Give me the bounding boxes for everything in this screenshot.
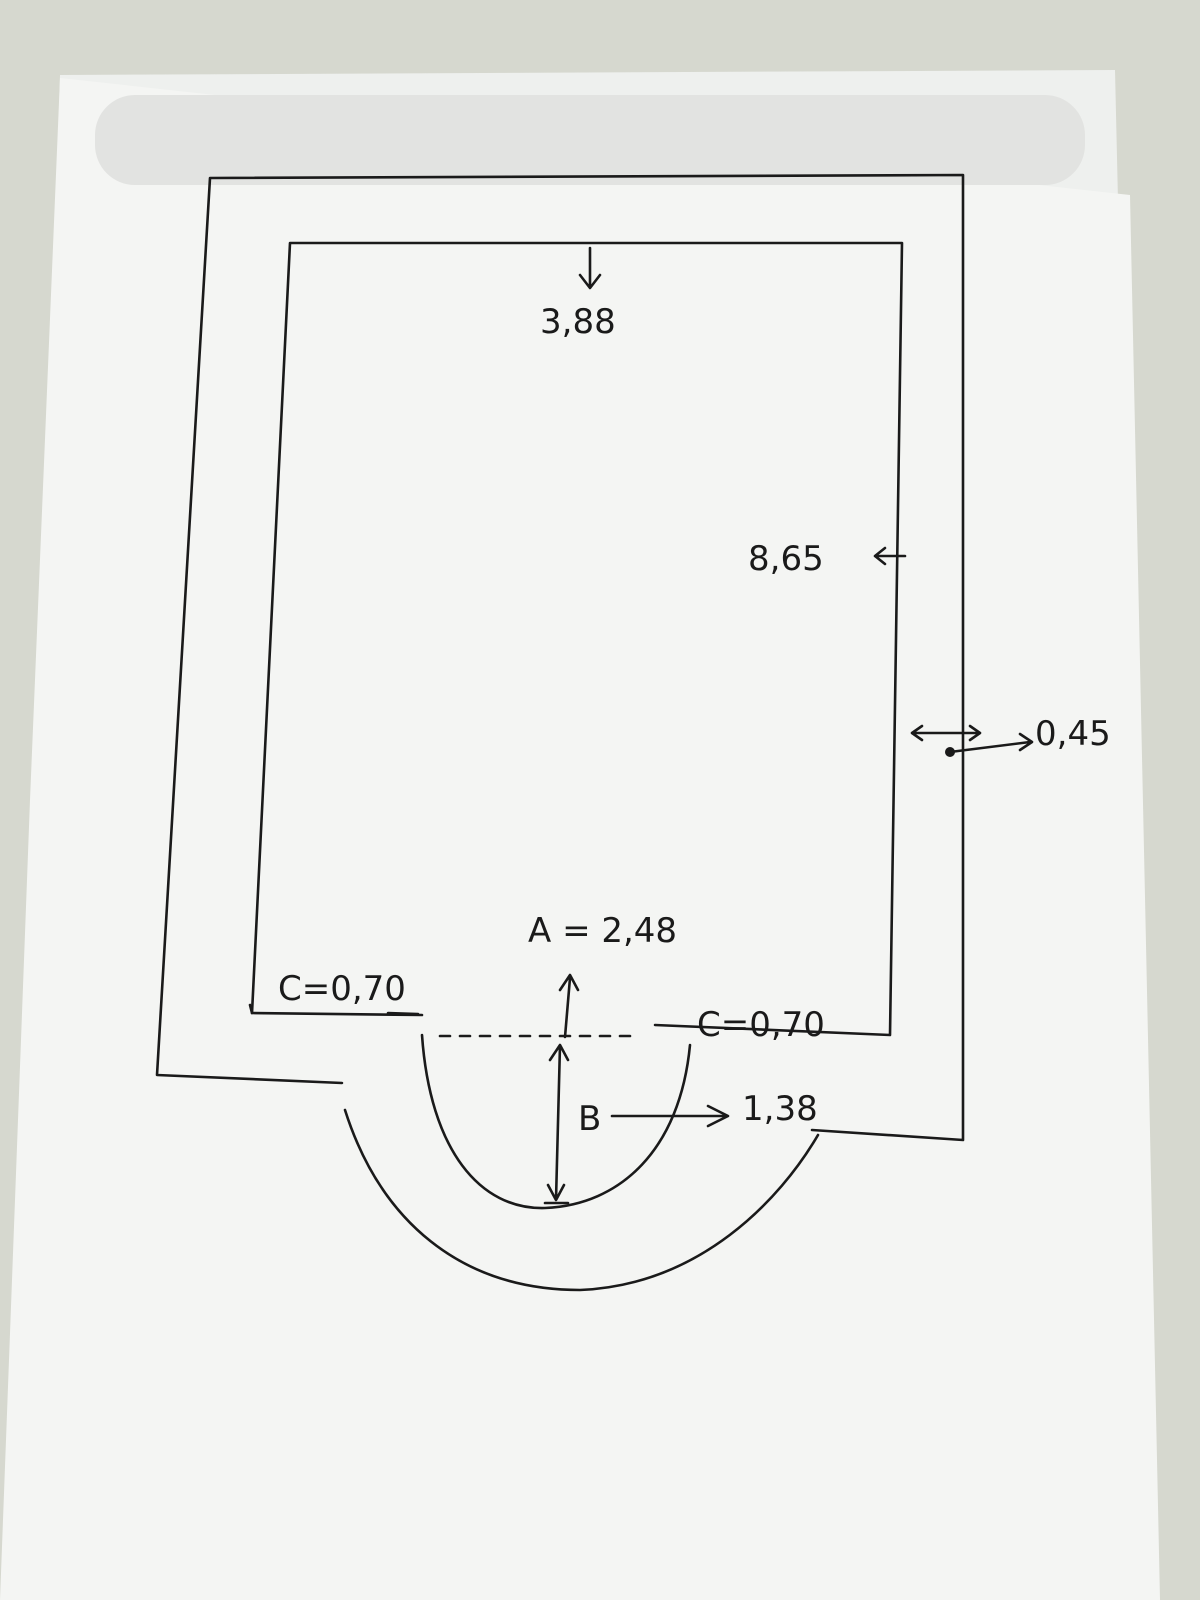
side-dimension-label: 8,65 — [748, 539, 824, 579]
side-arrow-icon — [873, 546, 907, 566]
outer-wall — [155, 173, 965, 1142]
inner-door-arc — [420, 1033, 692, 1210]
top-dimension-label: 3,88 — [540, 302, 616, 342]
paper-sheet — [0, 78, 1160, 1600]
b-value-label: 1,38 — [742, 1089, 818, 1129]
outer-door-arc — [343, 1108, 820, 1292]
left-wall-end-mark — [386, 1011, 420, 1016]
show-through-header — [95, 95, 1085, 185]
wall-thickness-leader-icon — [948, 732, 1034, 754]
b-value-arrow-icon — [610, 1104, 730, 1128]
wall-thickness-label: 0,45 — [1035, 714, 1111, 754]
a-arrow-icon — [558, 973, 580, 1039]
a-dimension-label: A = 2,48 — [528, 911, 677, 951]
b-label: B — [578, 1099, 601, 1139]
top-arrow-icon — [578, 246, 602, 290]
inner-wall — [250, 241, 904, 1037]
c-left-label: C=0,70 — [278, 969, 406, 1009]
wall-thickness-arrow-icon — [910, 724, 982, 742]
inner-wall-corner — [248, 1003, 254, 1015]
c-right-label: C=0,70 — [697, 1005, 825, 1045]
leader-dot-icon — [945, 747, 955, 757]
b-arrow-icon — [546, 1043, 570, 1202]
